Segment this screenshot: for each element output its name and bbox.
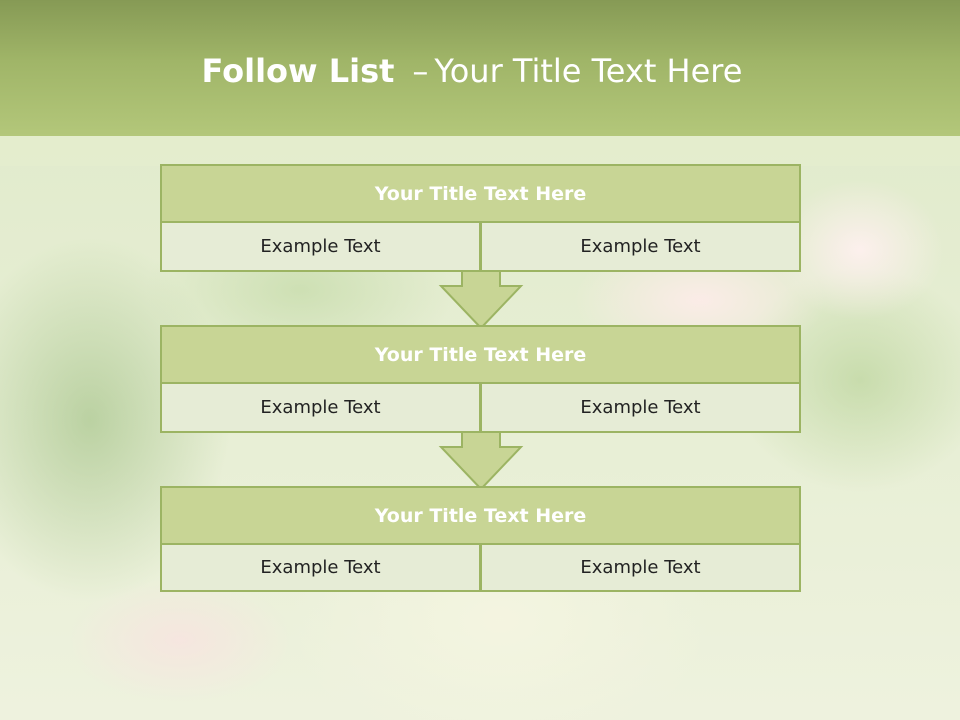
block-cell-left: Example Text	[160, 543, 481, 592]
block-cell-right: Example Text	[480, 221, 801, 272]
title-bold: Follow List	[201, 52, 395, 90]
header-bar	[0, 0, 960, 136]
header-band	[0, 136, 960, 166]
slide-title: Follow List–Your Title Text Here	[0, 52, 944, 90]
block-title: Your Title Text Here	[160, 486, 801, 545]
down-arrow-icon	[438, 270, 524, 330]
block-cell-left: Example Text	[160, 221, 481, 272]
block-title: Your Title Text Here	[160, 325, 801, 384]
block-title: Your Title Text Here	[160, 164, 801, 223]
title-rest: Your Title Text Here	[434, 52, 743, 90]
block-cell-right: Example Text	[480, 543, 801, 592]
title-dash: –	[412, 52, 429, 90]
down-arrow-icon	[438, 431, 524, 491]
block-cell-left: Example Text	[160, 382, 481, 433]
block-cell-right: Example Text	[480, 382, 801, 433]
